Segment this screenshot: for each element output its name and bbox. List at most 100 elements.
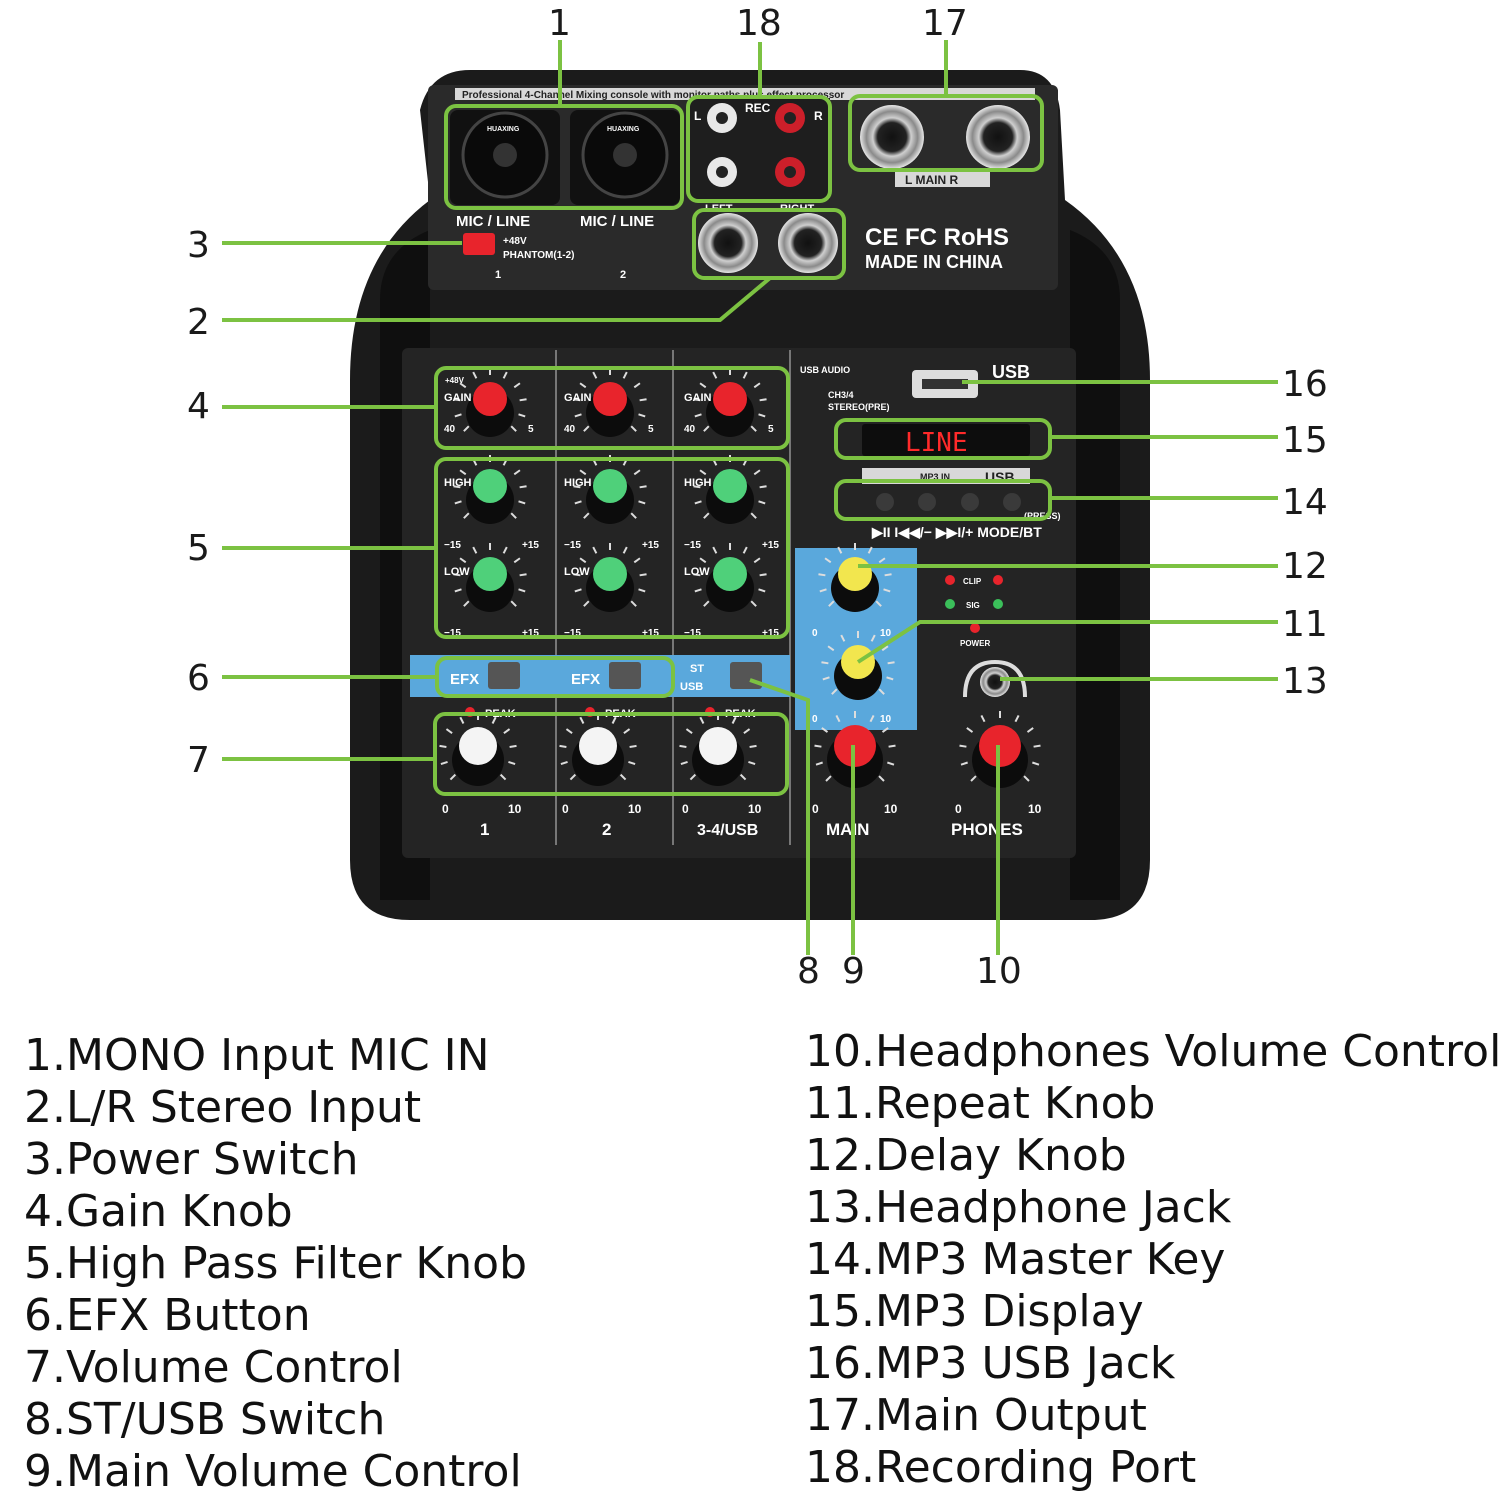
- display-text: LINE: [905, 428, 968, 458]
- svg-text:HUAXING: HUAXING: [607, 126, 640, 133]
- xlr-jack-1: HUAXING: [450, 110, 560, 205]
- svg-text:HUAXING: HUAXING: [487, 126, 520, 133]
- callout-12: 12: [1282, 546, 1328, 587]
- low-knob-3[interactable]: [693, 543, 767, 612]
- callout-2: 2: [187, 302, 210, 343]
- mp3-display: [862, 424, 1030, 456]
- panel-label: 40: [684, 424, 696, 435]
- svg-text:L MAIN R: L MAIN R: [905, 173, 958, 187]
- mp3-next-button[interactable]: [961, 493, 979, 511]
- callout-1: 1: [548, 3, 571, 44]
- svg-text:USB: USB: [992, 362, 1030, 382]
- panel-label: +15: [522, 540, 539, 551]
- main-output-jacks: L MAIN R: [860, 105, 1030, 187]
- panel-label: +15: [642, 540, 659, 551]
- panel-label: 40: [564, 424, 576, 435]
- panel-label: 10: [508, 802, 522, 816]
- low-knob-2[interactable]: [573, 543, 647, 612]
- legend-item: 7.Volume Control: [24, 1342, 403, 1393]
- legend-item: 3.Power Switch: [24, 1134, 359, 1185]
- panel-label: HIGH: [444, 477, 472, 489]
- gain-knob-2[interactable]: [573, 368, 647, 437]
- gain-knob-3[interactable]: [693, 368, 767, 437]
- svg-text:USB: USB: [680, 681, 703, 693]
- callout-3: 3: [187, 225, 210, 266]
- svg-text:(PRESS): (PRESS): [1024, 511, 1061, 521]
- mp3-mode-button[interactable]: [1003, 493, 1021, 511]
- svg-text:2: 2: [620, 269, 626, 281]
- legend-item: 5.High Pass Filter Knob: [24, 1238, 527, 1289]
- callout-10: 10: [976, 951, 1022, 992]
- svg-text:L: L: [694, 109, 701, 123]
- st-usb-switch[interactable]: [730, 662, 762, 689]
- legend-item: 10.Headphones Volume Control: [805, 1026, 1500, 1077]
- panel-label: −15: [564, 540, 581, 551]
- volume-knob-2[interactable]: [559, 713, 637, 786]
- panel-label: 10: [880, 714, 892, 725]
- svg-text:REC: REC: [745, 101, 771, 115]
- svg-text:PHONES: PHONES: [951, 820, 1023, 839]
- callout-6: 6: [187, 658, 210, 699]
- svg-text:MAIN: MAIN: [826, 820, 869, 839]
- panel-label: 0: [955, 802, 962, 816]
- callout-4: 4: [187, 386, 210, 427]
- svg-text:ST: ST: [690, 663, 704, 675]
- svg-text:1: 1: [495, 269, 501, 281]
- made-in-label: MADE IN CHINA: [865, 252, 1003, 272]
- high-knob-2[interactable]: [573, 455, 647, 524]
- efx-label-1: EFX: [450, 671, 479, 688]
- legend-item: 11.Repeat Knob: [805, 1078, 1156, 1129]
- low-knob-1[interactable]: [453, 543, 527, 612]
- callout-7: 7: [187, 740, 210, 781]
- legend-item: 4.Gain Knob: [24, 1186, 293, 1237]
- panel-label: 5: [768, 424, 774, 435]
- mp3-prev-button[interactable]: [918, 493, 936, 511]
- panel-label: 0: [812, 714, 818, 725]
- panel-label: GAIN: [444, 392, 472, 404]
- efx-label-2: EFX: [571, 671, 600, 688]
- mp3-buttons-label: ▶II I◀◀/− ▶▶I/+ MODE/BT: [871, 524, 1042, 540]
- panel-label: 10: [748, 802, 762, 816]
- panel-label: LOW: [684, 566, 710, 578]
- callout-9: 9: [842, 951, 865, 992]
- legend-item: 1.MONO Input MIC IN: [24, 1030, 490, 1081]
- cert-marks: CE FC RoHS: [865, 224, 1009, 251]
- panel-label: 10: [880, 628, 892, 639]
- mp3-play-button[interactable]: [876, 493, 894, 511]
- panel-label: +15: [762, 540, 779, 551]
- panel-label: −15: [564, 628, 581, 639]
- callout-17: 17: [922, 3, 968, 44]
- efx-button-2[interactable]: [609, 662, 641, 689]
- panel-label: −15: [684, 540, 701, 551]
- panel-label: 0: [812, 802, 819, 816]
- svg-text:+48V: +48V: [503, 236, 527, 247]
- legend-item: 12.Delay Knob: [805, 1130, 1127, 1181]
- panel-label: −15: [684, 628, 701, 639]
- efx-button-1[interactable]: [488, 662, 520, 689]
- efx-strip: [410, 655, 790, 697]
- panel-label: LOW: [444, 566, 470, 578]
- volume-knob-1[interactable]: [439, 713, 517, 786]
- legend-right: 10.Headphones Volume Control 11.Repeat K…: [805, 1026, 1500, 1494]
- svg-text:PHANTOM(1-2): PHANTOM(1-2): [503, 250, 574, 261]
- gain-knob-1[interactable]: [453, 368, 527, 437]
- svg-text:R: R: [814, 109, 823, 123]
- panel-label: 10: [1028, 802, 1042, 816]
- svg-text:2: 2: [602, 820, 611, 839]
- callout-16: 16: [1282, 364, 1328, 405]
- svg-text:POWER: POWER: [960, 639, 990, 648]
- panel-label: HIGH: [684, 477, 712, 489]
- mixer-diagram: Professional 4-Channel Mixing console wi…: [187, 3, 1328, 992]
- callout-15: 15: [1282, 420, 1328, 461]
- rca-rec-jacks: L REC R: [690, 98, 830, 200]
- callout-8: 8: [797, 951, 820, 992]
- legend-item: 6.EFX Button: [24, 1290, 311, 1341]
- svg-text:USB AUDIO: USB AUDIO: [800, 365, 850, 375]
- mic-line-label-1: MIC / LINE: [456, 213, 530, 230]
- panel-label: 0: [442, 802, 449, 816]
- callout-14: 14: [1282, 482, 1328, 523]
- svg-text:CLIP: CLIP: [963, 577, 982, 586]
- panel-label: 0: [812, 628, 818, 639]
- svg-text:STEREO(PRE): STEREO(PRE): [828, 402, 890, 412]
- phantom-power-switch[interactable]: [463, 233, 495, 255]
